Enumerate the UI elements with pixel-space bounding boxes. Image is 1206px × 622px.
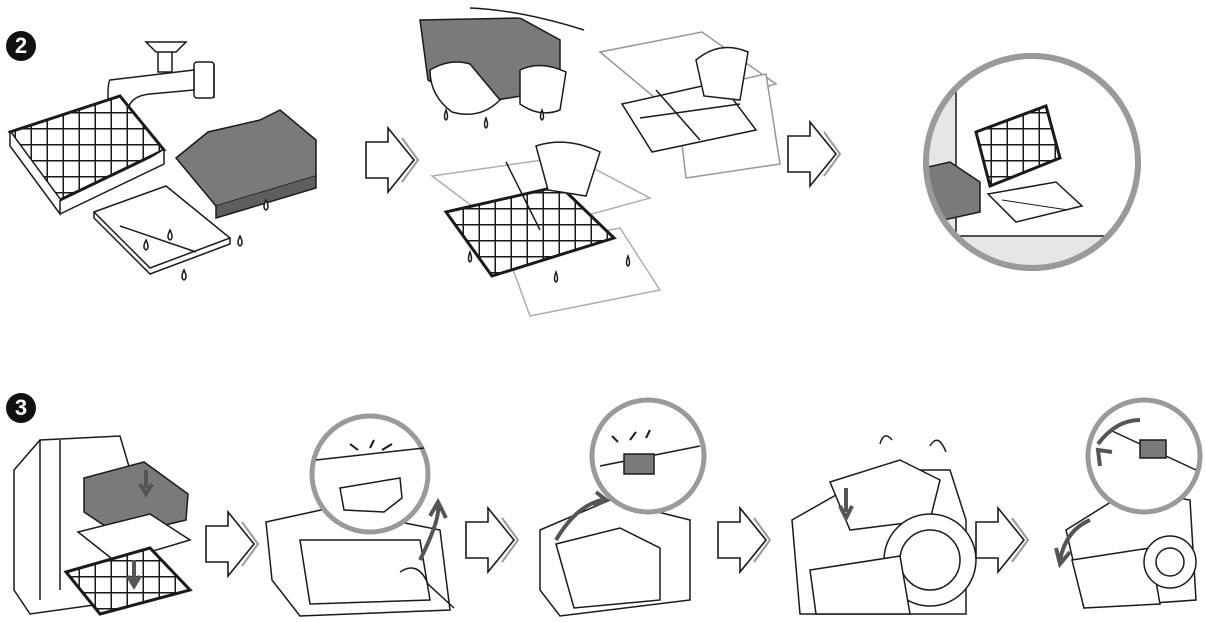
next-step-arrow-icon (366, 128, 418, 192)
air-dry-icon (888, 56, 1138, 268)
faucet-rinse-icon (10, 42, 316, 280)
next-step-arrow-icon (466, 508, 518, 572)
close-lid-icon (1056, 400, 1200, 608)
next-step-arrow-icon (976, 508, 1028, 572)
next-step-arrow-icon (788, 122, 840, 186)
next-step-arrow-icon (206, 512, 258, 576)
close-cover-icon (266, 416, 454, 616)
latch-cover-icon (540, 400, 704, 616)
seat-body-icon (792, 436, 976, 614)
insert-filters-icon (14, 436, 190, 614)
wring-and-brush-icon (420, 8, 780, 316)
next-step-arrow-icon (718, 508, 770, 572)
